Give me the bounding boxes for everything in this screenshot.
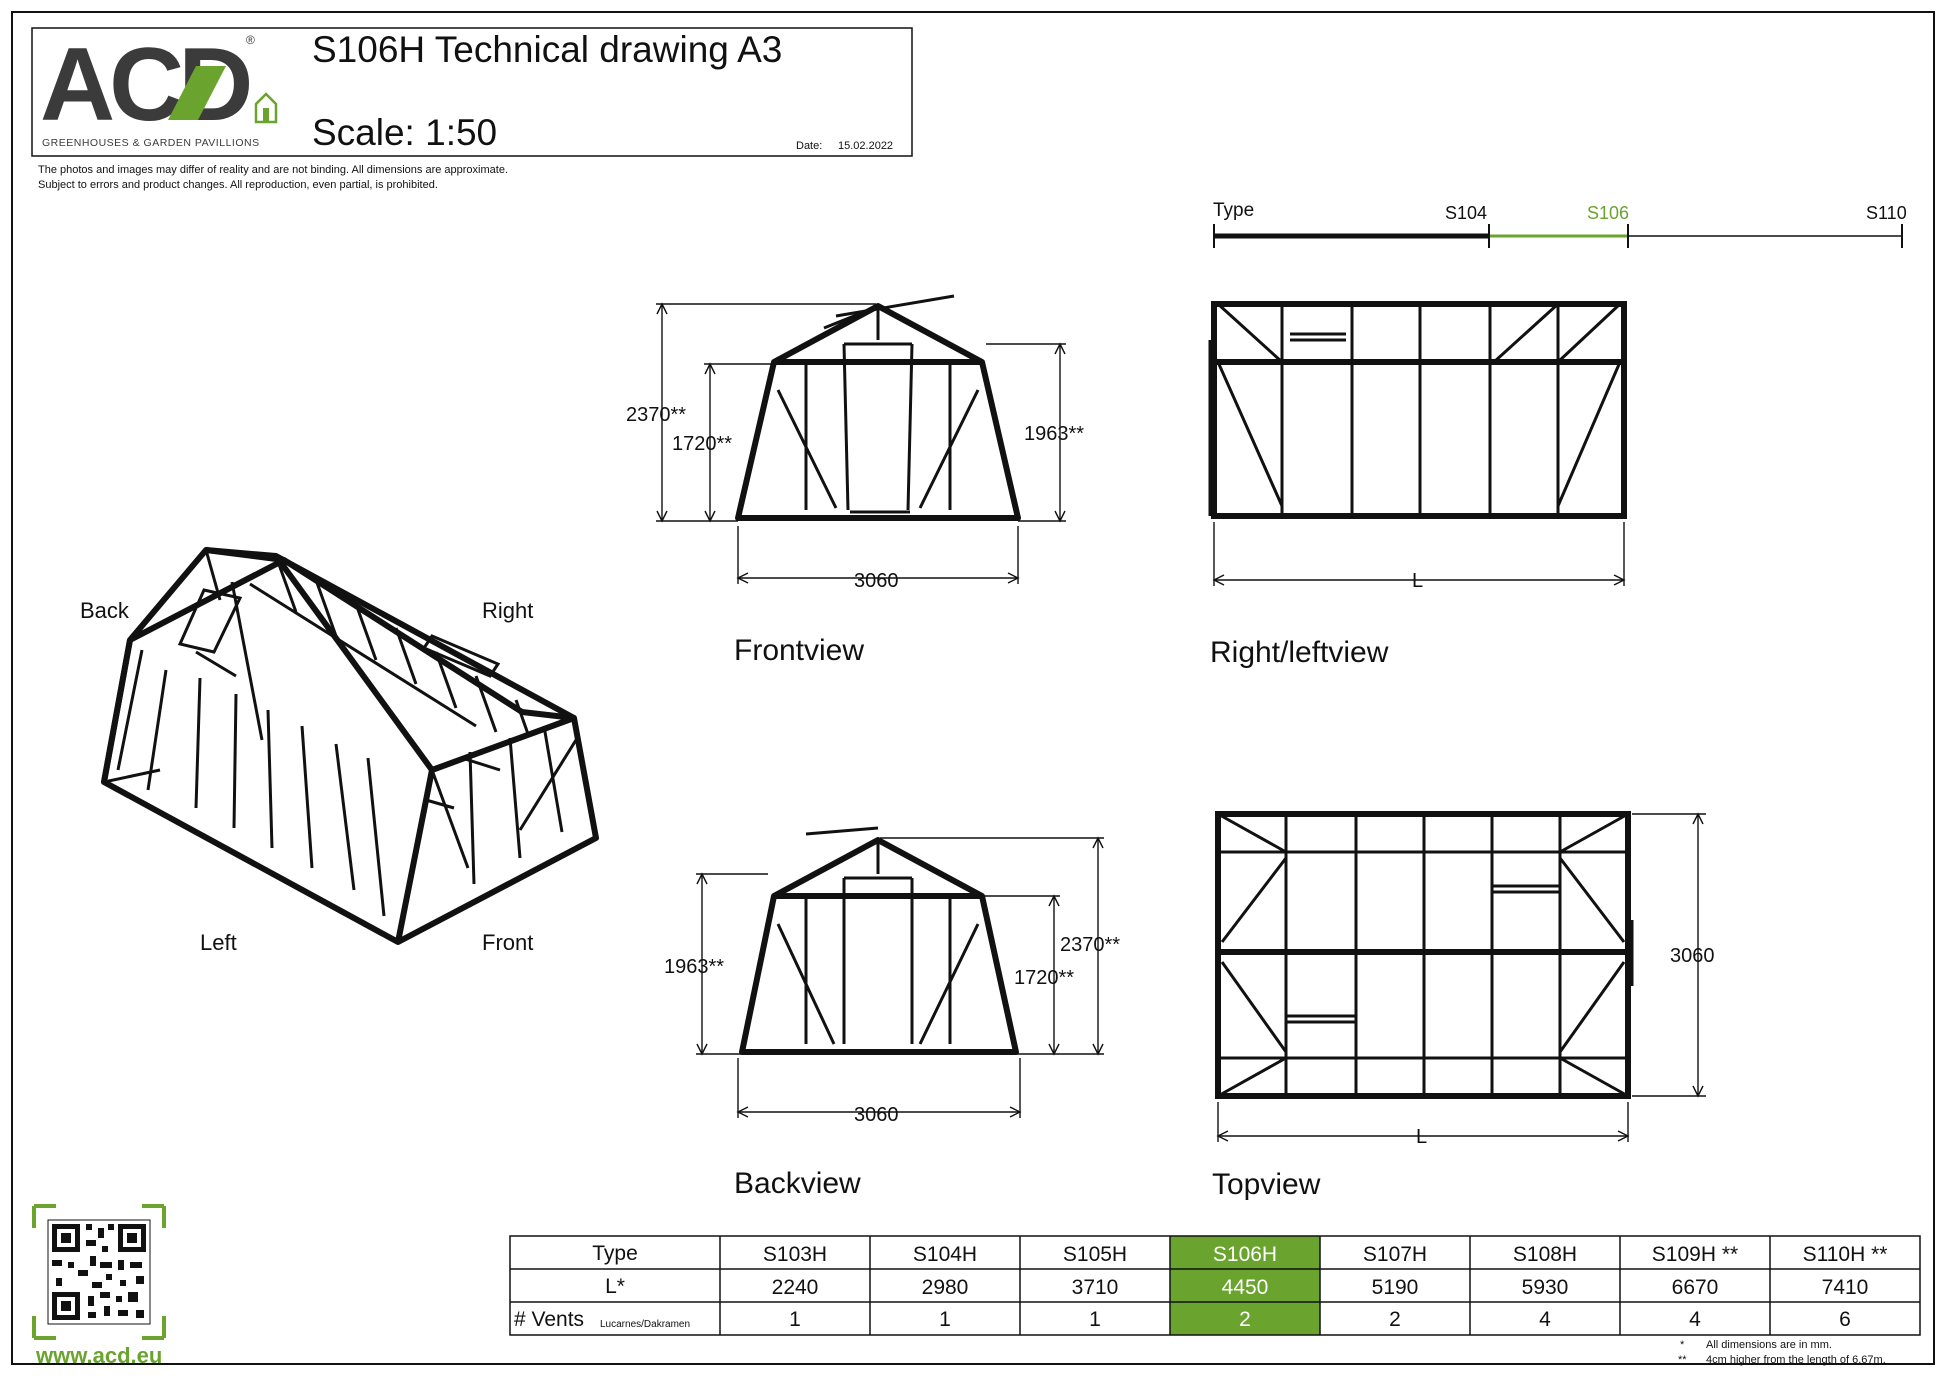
cell-vents: 1 bbox=[1089, 1308, 1101, 1331]
highlight-column-fill bbox=[1170, 1236, 1320, 1335]
back-width: 3060 bbox=[854, 1104, 899, 1126]
footnotes: * All dimensions are in mm. ** 4cm highe… bbox=[1678, 1339, 1886, 1366]
cell-vents: 4 bbox=[1539, 1308, 1551, 1331]
cell-type: S110H ** bbox=[1803, 1243, 1888, 1266]
row-label-length: L* bbox=[605, 1275, 625, 1298]
footnote-text: 4cm higher from the length of 6,67m. bbox=[1706, 1354, 1886, 1366]
cell-length-highlight: 4450 bbox=[1222, 1276, 1269, 1299]
front-height-eave: 1720** bbox=[672, 433, 732, 455]
top-width: 3060 bbox=[1670, 945, 1715, 967]
row-label-type: Type bbox=[592, 1242, 638, 1265]
type-scale-marker-s104: S104 bbox=[1445, 203, 1487, 223]
logo-leaf bbox=[168, 66, 226, 120]
front-view-caption: Frontview bbox=[734, 634, 864, 667]
date-label: Date: bbox=[796, 140, 822, 152]
cell-length: 2240 bbox=[772, 1276, 819, 1299]
back-height-eave: 1720** bbox=[1014, 967, 1074, 989]
type-scale-marker-s110: S110 bbox=[1866, 203, 1907, 223]
front-view: 2370** 1720** 1963** 3060 Frontview bbox=[626, 294, 1084, 667]
cell-type: S109H ** bbox=[1652, 1243, 1738, 1266]
type-scale: Type S104 S106 S110 bbox=[1213, 200, 1907, 248]
iso-label-back: Back bbox=[80, 598, 130, 623]
row-label-vents: # Vents bbox=[514, 1308, 584, 1331]
type-scale-label: Type bbox=[1213, 200, 1254, 221]
back-height-total: 2370** bbox=[1060, 934, 1120, 956]
cell-vents: 6 bbox=[1839, 1308, 1851, 1331]
logo-registered-mark: ® bbox=[246, 33, 255, 47]
footnote-text: All dimensions are in mm. bbox=[1706, 1339, 1832, 1351]
iso-label-right: Right bbox=[482, 598, 533, 623]
qr-code bbox=[32, 1204, 166, 1340]
cell-type: S103H bbox=[763, 1243, 827, 1266]
disclaimer-line-2: Subject to errors and product changes. A… bbox=[38, 179, 438, 191]
back-height-side: 1963** bbox=[664, 956, 724, 978]
cell-length: 6670 bbox=[1672, 1276, 1719, 1299]
acd-logo: ACD ® GREENHOUSES & GARDEN PAVILLIONS bbox=[40, 27, 278, 149]
cell-length: 3710 bbox=[1072, 1276, 1119, 1299]
cell-vents: 1 bbox=[789, 1308, 801, 1331]
front-width: 3060 bbox=[854, 570, 899, 592]
isometric-view: Back Right Left Front bbox=[80, 547, 599, 955]
iso-label-left: Left bbox=[200, 930, 237, 955]
logo-wordmark: ACD bbox=[40, 27, 249, 143]
cell-length: 5930 bbox=[1522, 1276, 1569, 1299]
drawing-scale: Scale: 1:50 bbox=[312, 112, 497, 153]
title-block: ACD ® GREENHOUSES & GARDEN PAVILLIONS S1… bbox=[31, 27, 913, 157]
cell-length: 5190 bbox=[1372, 1276, 1419, 1299]
cell-type-highlight: S106H bbox=[1213, 1243, 1277, 1266]
cell-vents-highlight: 2 bbox=[1239, 1308, 1251, 1331]
drawing-title: S106H Technical drawing A3 bbox=[312, 29, 782, 70]
front-height-total: 2370** bbox=[626, 404, 686, 426]
side-view: L Right/leftview bbox=[1208, 301, 1627, 669]
website-url: www.acd.eu bbox=[35, 1343, 162, 1368]
footnote-mark: ** bbox=[1678, 1354, 1687, 1366]
spec-table: Type L* S103H S104H S105H S106H S107H S1… bbox=[509, 1235, 1921, 1336]
house-icon bbox=[254, 92, 278, 124]
cell-length: 7410 bbox=[1822, 1276, 1869, 1299]
logo-tagline: GREENHOUSES & GARDEN PAVILLIONS bbox=[42, 137, 260, 149]
cell-type: S104H bbox=[913, 1243, 977, 1266]
iso-label-front: Front bbox=[482, 930, 533, 955]
page-border bbox=[11, 11, 1935, 1365]
cell-type: S107H bbox=[1363, 1243, 1427, 1266]
side-length: L bbox=[1412, 570, 1423, 592]
date-value: 15.02.2022 bbox=[838, 140, 893, 152]
top-view-caption: Topview bbox=[1212, 1168, 1321, 1201]
cell-type: S105H bbox=[1063, 1243, 1127, 1266]
disclaimer-line-1: The photos and images may differ of real… bbox=[38, 164, 508, 176]
back-view-caption: Backview bbox=[734, 1167, 861, 1200]
cell-vents: 1 bbox=[939, 1308, 951, 1331]
cell-vents: 2 bbox=[1389, 1308, 1401, 1331]
top-view: 3060 L Topview bbox=[1212, 811, 1715, 1201]
row-label-vents-sub: Lucarnes/Dakramen bbox=[600, 1319, 690, 1330]
cell-vents: 4 bbox=[1689, 1308, 1701, 1331]
cell-type: S108H bbox=[1513, 1243, 1577, 1266]
cell-length: 2980 bbox=[922, 1276, 969, 1299]
footnote-mark: * bbox=[1680, 1339, 1685, 1351]
back-view: 1963** 2370** 1720** 3060 Backview bbox=[664, 826, 1120, 1200]
side-view-caption: Right/leftview bbox=[1210, 636, 1389, 669]
top-length: L bbox=[1416, 1126, 1427, 1148]
title-block-frame bbox=[31, 27, 913, 157]
type-scale-marker-s106: S106 bbox=[1587, 203, 1629, 223]
front-height-side: 1963** bbox=[1024, 423, 1084, 445]
